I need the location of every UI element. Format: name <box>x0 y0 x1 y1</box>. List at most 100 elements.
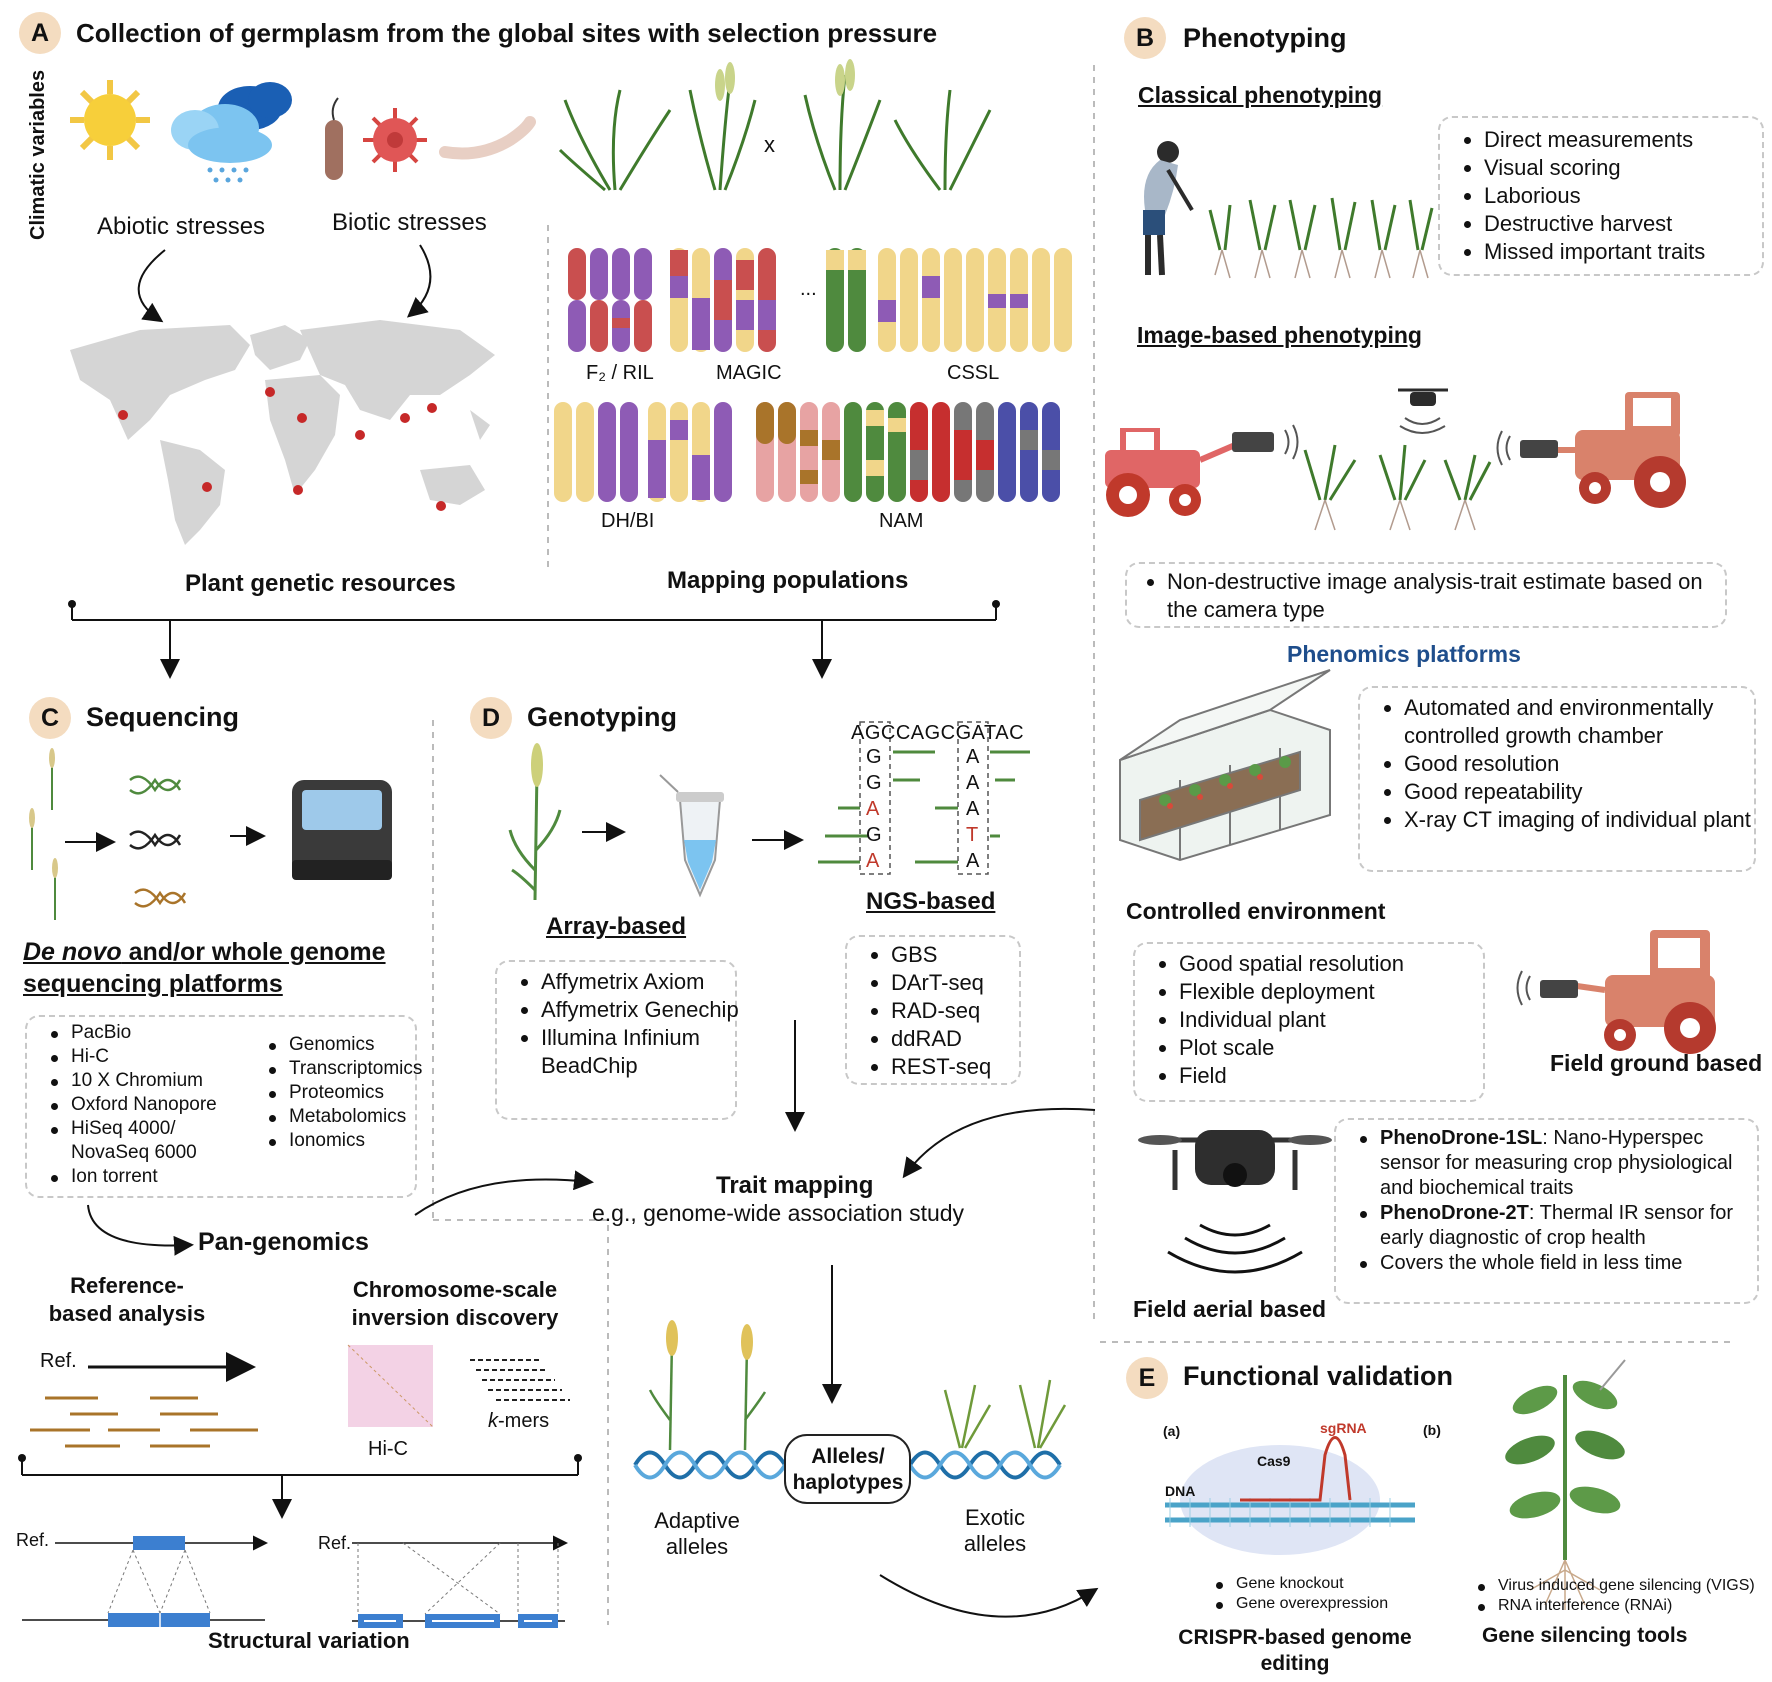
controlled-item: Automated and environmentally controlled… <box>1384 694 1754 750</box>
controlled-item: Good resolution <box>1384 750 1754 778</box>
tractor-ground-icon <box>1569 930 1716 1054</box>
platform-item: Hi-C <box>51 1045 256 1069</box>
badge-d: D <box>470 697 512 739</box>
seq-top: AGCCAGCGATAC <box>851 722 1025 744</box>
platform-item: HiSeq 4000/ NovaSeq 6000 <box>51 1117 256 1165</box>
platforms-box: PacBio Hi-C 10 X Chromium Oxford Nanopor… <box>25 1015 422 1198</box>
section-c-title: Sequencing <box>86 702 240 732</box>
array-title: Array-based <box>546 913 687 940</box>
vigs-item: RNA interference (RNAi) <box>1478 1596 1755 1616</box>
omics-item: Metabolomics <box>268 1105 422 1129</box>
climatic-label: Climatic variables <box>27 69 49 240</box>
mapping-label: Mapping populations <box>667 567 909 594</box>
omics-item: Transcriptomics <box>268 1058 423 1079</box>
alleles-label: Alleles/ haplotypes <box>792 1445 904 1494</box>
badge-a: A <box>19 12 61 54</box>
trait-sub: e.g., genome-wide association study <box>592 1200 965 1226</box>
ngs-item: RAD-seq <box>870 997 991 1025</box>
nondestructive-item: Non-destructive image analysis-trait est… <box>1147 568 1727 624</box>
aerial-box: PhenoDrone-1SL: Nano-Hyperspec sensor fo… <box>1334 1118 1759 1304</box>
vigs-item: Virus induced gene silencing (VIGS) <box>1478 1577 1755 1594</box>
adaptive-label: Adaptive alleles <box>654 1508 740 1559</box>
sgrna-label: sgRNA <box>1320 1420 1367 1436</box>
hic-label: Hi-C <box>368 1438 408 1460</box>
label-a: (a) <box>1163 1423 1181 1439</box>
label-b: (b) <box>1423 1422 1441 1438</box>
kmers-icon <box>470 1359 570 1401</box>
allele-dna-icon <box>633 1450 1062 1480</box>
bracket-a <box>71 606 997 679</box>
dna-icon <box>129 775 187 908</box>
image-title: Image-based phenotyping <box>1137 322 1422 348</box>
chrom-label: Chromosome-scale inversion discovery <box>351 1277 559 1330</box>
camera-left-icon <box>1232 424 1299 460</box>
world-map <box>70 320 495 545</box>
pan-label: Pan-genomics <box>198 1228 369 1256</box>
section-a-title: Collection of germplasm from the global … <box>76 18 938 48</box>
abiotic-label: Abiotic stresses <box>97 213 266 240</box>
snp-columns <box>859 721 989 875</box>
crispr-label: CRISPR-based genome editing <box>1178 1626 1412 1675</box>
ngs-item: ddRAD <box>870 1025 991 1053</box>
ground-item: Flexible deployment <box>1158 978 1404 1006</box>
ground-item: Plot scale <box>1158 1034 1404 1062</box>
section-dividers <box>432 65 1730 1625</box>
alleles-box <box>784 1434 911 1504</box>
omics-item: Ionomics <box>268 1129 422 1153</box>
drone-large-icon <box>1138 1130 1332 1190</box>
virus-icon <box>363 108 427 172</box>
section-d-title: Genotyping <box>527 702 677 732</box>
arrow-to-validation <box>879 1574 1099 1618</box>
ngs-title: NGS-based <box>866 888 996 915</box>
classical-item: Laborious <box>1463 182 1705 210</box>
crispr-item: Gene knockout <box>1215 1574 1388 1594</box>
pop-nam-label: NAM <box>879 510 924 532</box>
ref2-label: Ref. <box>16 1530 50 1550</box>
exotic-plants-icon <box>943 1379 1067 1449</box>
silencing-label: Gene silencing tools <box>1482 1624 1688 1647</box>
arrow-abiotic <box>137 249 166 323</box>
tractor-right-icon <box>1550 392 1686 508</box>
rain-cloud-icon <box>171 82 292 183</box>
ground-item: Individual plant <box>1158 1006 1404 1034</box>
aerial-item: PhenoDrone-1SL: Nano-Hyperspec sensor fo… <box>1360 1126 1760 1201</box>
platforms-title: Phenomics platforms <box>1287 641 1521 667</box>
arrow-from-phenotyping <box>902 1107 1096 1179</box>
arrow-pan <box>87 1204 194 1256</box>
nondestructive-box: Non-destructive image analysis-trait est… <box>1125 562 1727 628</box>
rooted-plants-icon <box>1208 197 1434 251</box>
kmers-label: k-mers <box>488 1410 550 1432</box>
badge-c: C <box>29 697 71 739</box>
classical-item: Visual scoring <box>1463 154 1705 182</box>
crispr-icon <box>1165 1436 1415 1555</box>
platform-item: 10 X Chromium <box>51 1069 256 1093</box>
arrow-biotic <box>406 244 432 318</box>
sv-label: Structural variation <box>208 1628 410 1653</box>
platform-item: Ion torrent <box>51 1165 256 1189</box>
ref3-label: Ref. <box>318 1533 352 1553</box>
platform-title: De novo and/or whole genome <box>23 938 386 966</box>
pop-f2-label: F₂ / RIL <box>586 362 654 384</box>
pop-cssl-label: CSSL <box>947 362 1000 384</box>
bacterium-icon <box>325 97 343 180</box>
platform-item: PacBio <box>51 1021 256 1045</box>
pop-dh-label: DH/BI <box>601 510 655 532</box>
dna-label: DNA <box>1165 1483 1196 1499</box>
worm-icon <box>439 116 536 160</box>
camera-right-icon <box>1496 430 1558 466</box>
pop-magic-label: MAGIC <box>716 362 782 384</box>
pop-dots: ... <box>800 278 817 300</box>
tractor-left-icon <box>1105 428 1237 517</box>
classical-title: Classical phenotyping <box>1138 82 1383 108</box>
crispr-item: Gene overexpression <box>1215 1595 1389 1612</box>
arrow-to-trait <box>414 1170 594 1216</box>
farmer-icon <box>1143 141 1194 276</box>
sv-insertion <box>22 1535 268 1627</box>
badge-b: B <box>1124 17 1166 59</box>
wheat-plant-icon <box>508 769 562 901</box>
ref-label: Ref. <box>40 1350 77 1372</box>
classical-list: Direct measurements Visual scoring Labor… <box>1458 126 1705 266</box>
sv-inversion <box>352 1535 568 1628</box>
array-item: Affymetrix Genechip <box>521 996 751 1024</box>
ground-box: Good spatial resolution Flexible deploym… <box>1133 942 1485 1102</box>
